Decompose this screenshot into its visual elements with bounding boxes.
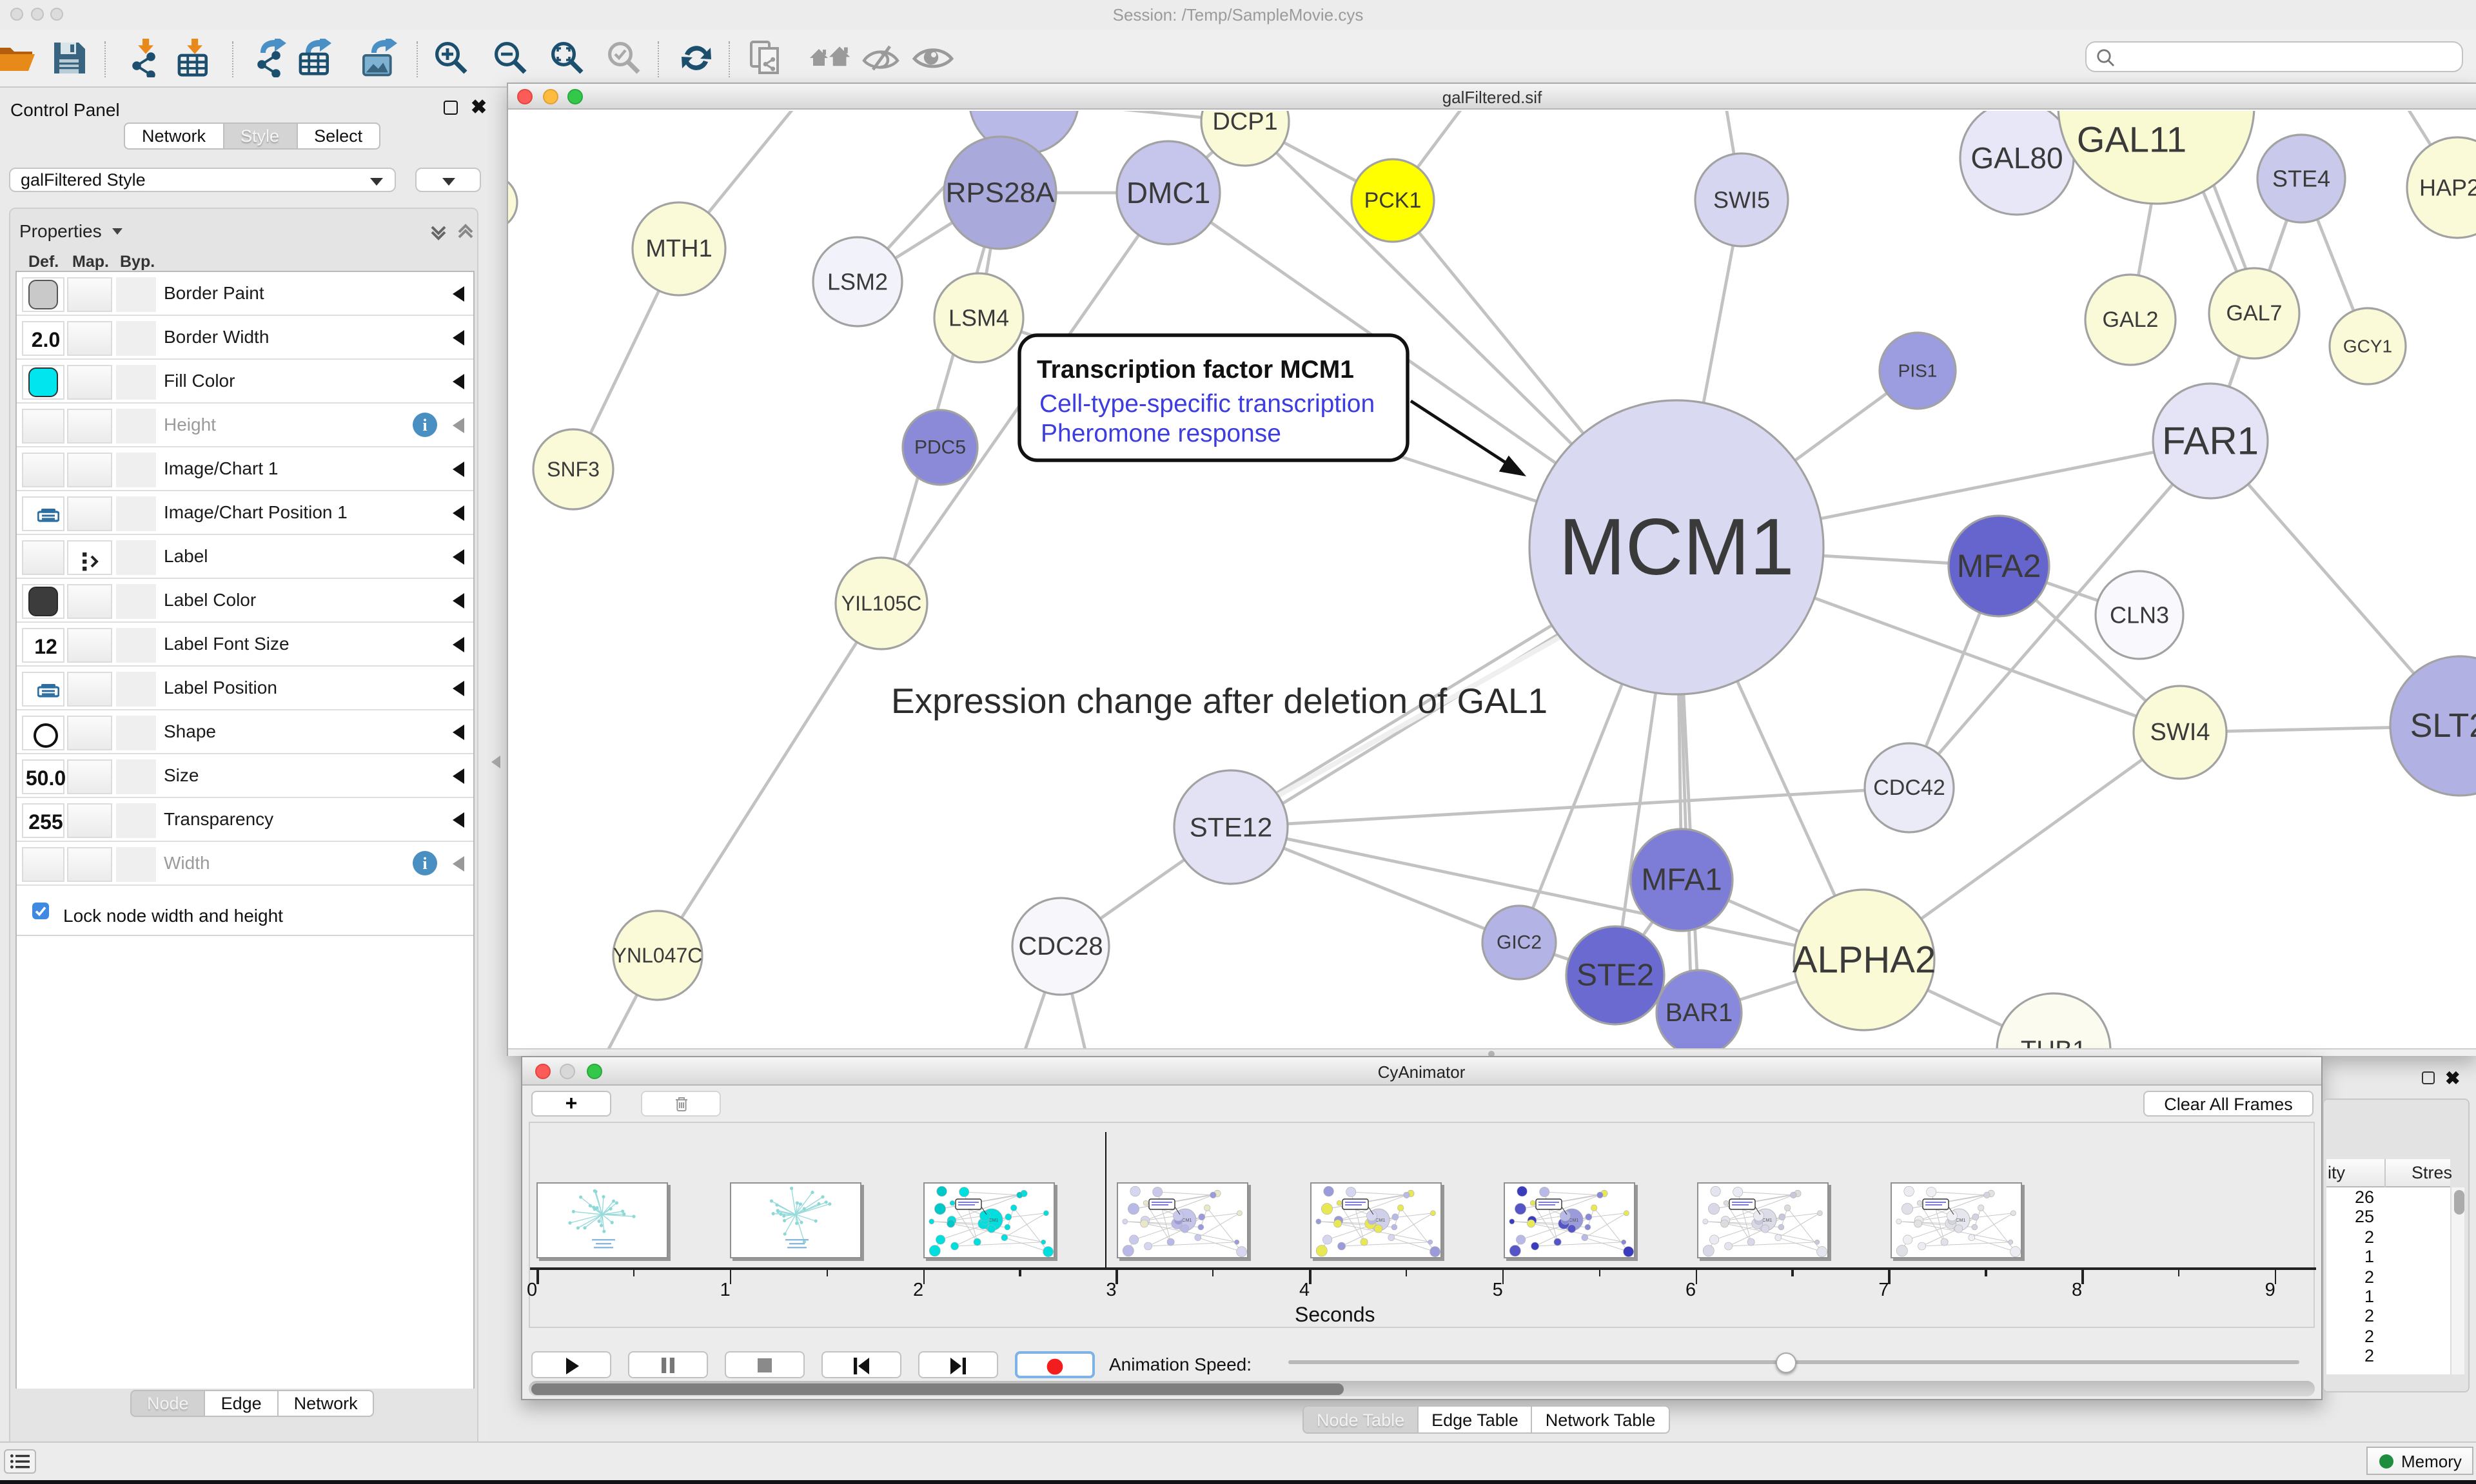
svg-text:DCP1: DCP1 xyxy=(1212,111,1277,135)
svg-text:SWI5: SWI5 xyxy=(1713,187,1769,213)
svg-text:Expression change after deleti: Expression change after deletion of GAL1 xyxy=(890,681,1547,721)
svg-text:STE2: STE2 xyxy=(1576,959,1653,993)
svg-text:GAL11: GAL11 xyxy=(2076,119,2186,160)
svg-text:LSM4: LSM4 xyxy=(948,305,1008,331)
svg-text:GAL2: GAL2 xyxy=(2102,308,2158,332)
svg-text:RPS28A: RPS28A xyxy=(945,177,1054,209)
svg-text:GCY1: GCY1 xyxy=(2343,337,2392,356)
svg-text:SLT2: SLT2 xyxy=(2410,707,2476,745)
svg-text:SWI4: SWI4 xyxy=(2150,719,2210,746)
svg-text:YIL105C: YIL105C xyxy=(841,592,921,615)
svg-text:MCM1: MCM1 xyxy=(985,1218,998,1223)
svg-text:MCM1: MCM1 xyxy=(1371,1218,1385,1223)
svg-text:STE12: STE12 xyxy=(1189,812,1272,843)
svg-text:MCM1: MCM1 xyxy=(1952,1218,1965,1223)
svg-text:PCK1: PCK1 xyxy=(1364,188,1421,213)
svg-text:Pheromone response: Pheromone response xyxy=(1040,420,1281,447)
svg-text:STE4: STE4 xyxy=(2272,166,2330,192)
svg-text:DMC1: DMC1 xyxy=(1126,176,1210,210)
svg-text:GIC2: GIC2 xyxy=(1496,932,1541,953)
svg-text:BAR1: BAR1 xyxy=(1665,999,1733,1027)
svg-text:MCM1: MCM1 xyxy=(1178,1218,1192,1223)
svg-text:ALPHA2: ALPHA2 xyxy=(1792,939,1935,981)
svg-text:GAL80: GAL80 xyxy=(1970,141,2062,175)
svg-text:FAR1: FAR1 xyxy=(2161,420,2258,463)
svg-text:Cell-type-specific transcripti: Cell-type-specific transcription xyxy=(1039,390,1374,418)
svg-text:CDC42: CDC42 xyxy=(1872,776,1944,800)
svg-text:MFA2: MFA2 xyxy=(1956,548,2041,584)
svg-text:MCM1: MCM1 xyxy=(1565,1218,1578,1223)
svg-text:MTH1: MTH1 xyxy=(645,235,711,262)
svg-text:SNF3: SNF3 xyxy=(546,458,599,481)
svg-text:HAP2: HAP2 xyxy=(2419,175,2476,201)
svg-text:MCM1: MCM1 xyxy=(1558,503,1793,592)
svg-text:MCM1: MCM1 xyxy=(1758,1218,1772,1223)
svg-text:PDC5: PDC5 xyxy=(914,437,965,458)
svg-text:CDC28: CDC28 xyxy=(1017,932,1102,961)
svg-text:YNL047C: YNL047C xyxy=(613,944,702,967)
svg-text:CLN3: CLN3 xyxy=(2109,602,2168,629)
svg-text:TUB1: TUB1 xyxy=(2020,1036,2086,1048)
svg-text:GAL7: GAL7 xyxy=(2226,301,2282,326)
svg-text:LSM2: LSM2 xyxy=(827,269,887,295)
svg-text:MFA1: MFA1 xyxy=(1640,863,1721,897)
svg-text:PIS1: PIS1 xyxy=(1898,361,1937,381)
svg-text:Transcription factor MCM1: Transcription factor MCM1 xyxy=(1036,356,1353,384)
